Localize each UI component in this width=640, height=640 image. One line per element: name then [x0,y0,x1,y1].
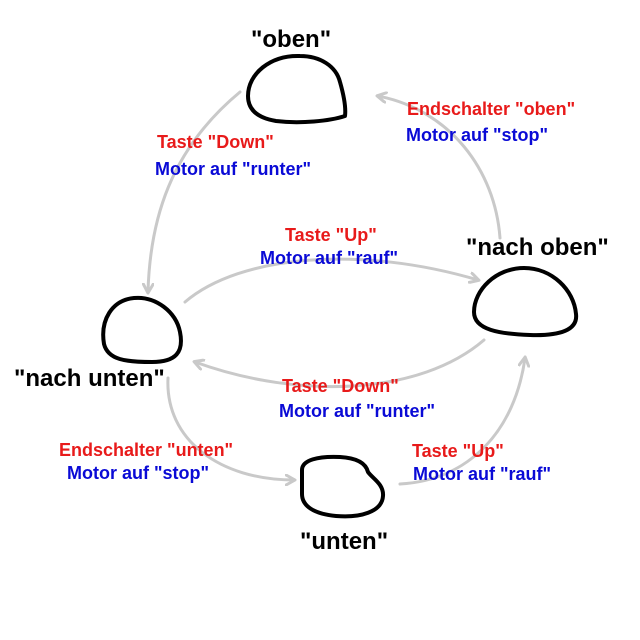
transition-trigger-nach-oben-to-oben: Endschalter "oben" [407,99,576,119]
state-label-nach-unten: "nach unten" [14,365,165,392]
transition-action-nach-unten-to-unten: Motor auf "stop" [67,463,210,483]
transition-trigger-nach-unten-to-nach-oben: Taste "Up" [285,225,377,245]
transition-trigger-oben-to-nach-unten: Taste "Down" [157,132,274,152]
edge-nach-unten-to-nach-oben [183,257,478,304]
transition-action-nach-oben-to-nach-unten: Motor auf "runter" [279,401,436,421]
transition-trigger-nach-unten-to-unten: Endschalter "unten" [59,440,234,460]
transition-action-nach-oben-to-oben: Motor auf "stop" [406,125,549,145]
transition-trigger-nach-oben-to-nach-unten: Taste "Down" [282,376,399,396]
edge-nach-oben-to-oben [378,96,502,240]
transition-action-oben-to-nach-unten: Motor auf "runter" [155,159,312,179]
state-node-nach-oben [472,266,579,338]
edge-unten-to-nach-oben [398,358,525,486]
state-label-unten: "unten" [300,528,389,555]
state-label-nach-oben: "nach oben" [466,234,609,261]
edge-oben-to-nach-unten [148,90,242,292]
edge-nach-unten-to-unten [166,376,294,480]
transition-action-nach-unten-to-nach-oben: Motor auf "rauf" [260,248,399,268]
state-node-nach-unten [101,295,183,364]
transition-action-unten-to-nach-oben: Motor auf "rauf" [413,464,552,484]
edge-nach-oben-to-nach-unten [195,338,486,389]
transition-trigger-unten-to-nach-oben: Taste "Up" [412,441,504,461]
state-node-unten [300,454,386,519]
state-label-oben: "oben" [251,26,332,53]
state-node-oben [246,53,348,125]
